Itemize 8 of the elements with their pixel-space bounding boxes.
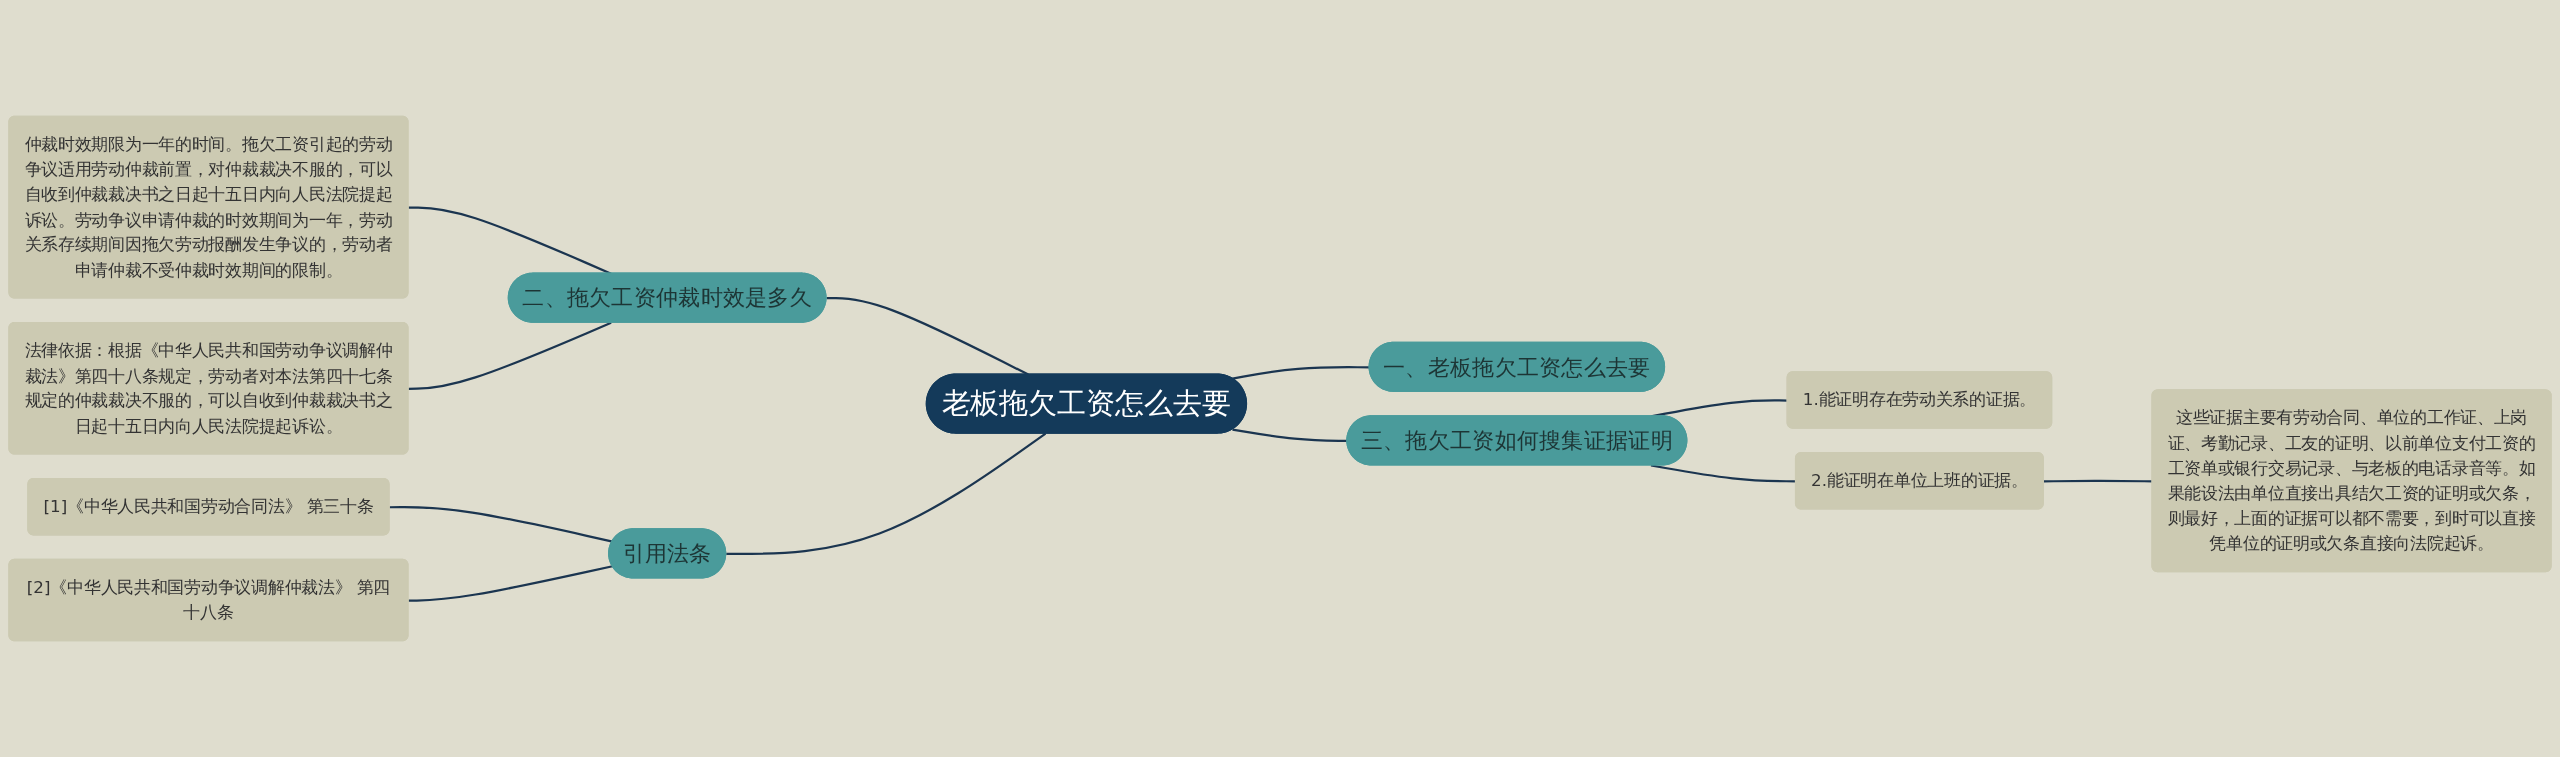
connector [2043, 479, 2153, 483]
connector [389, 506, 613, 543]
connector [408, 206, 612, 275]
connector [408, 565, 613, 602]
connector [726, 432, 1047, 556]
connector [1232, 366, 1370, 380]
connector [826, 297, 1029, 376]
connector [408, 321, 612, 390]
